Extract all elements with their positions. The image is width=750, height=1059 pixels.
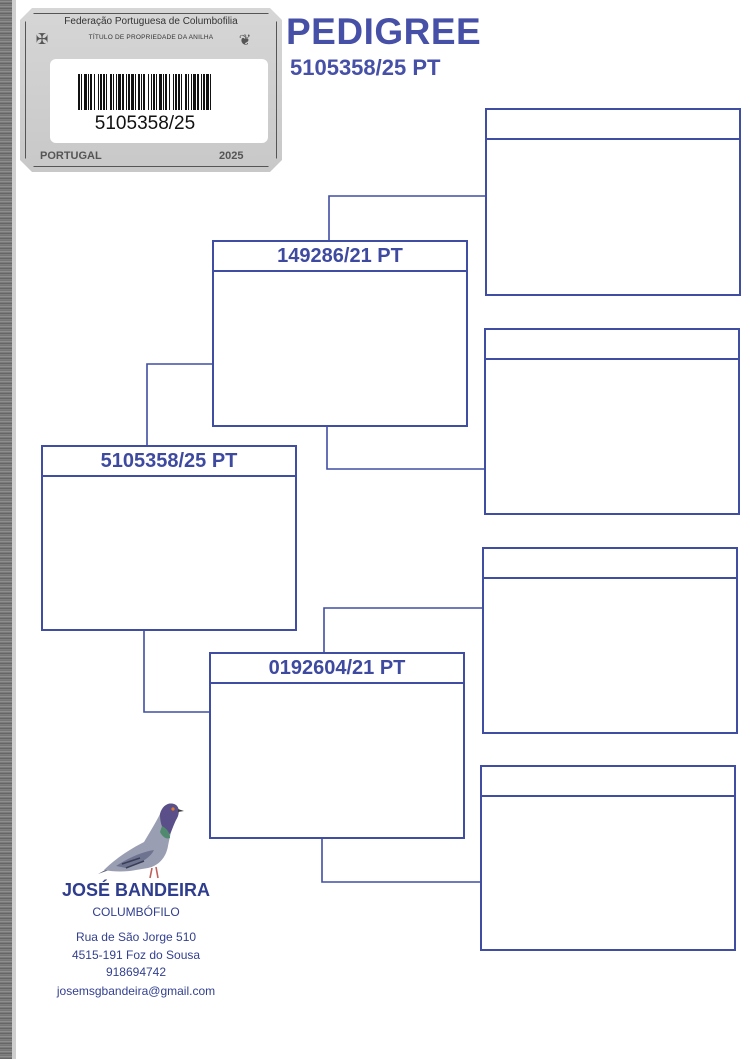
- pedigree-box-grandsire-paternal: [485, 108, 741, 296]
- pedigree-box-dam: 0192604/21 PT: [209, 652, 465, 839]
- dam-details: [211, 684, 463, 837]
- gp3-ring-number: [484, 549, 736, 579]
- connector-dam-gp4: [321, 838, 482, 883]
- federation-name: Federação Portuguesa de Columbofilia: [64, 16, 238, 27]
- connector-subject-dam: [143, 631, 210, 713]
- certificate-year: 2025: [219, 150, 244, 162]
- federation-logo-icon: ✠: [35, 31, 49, 48]
- pedigree-box-subject: 5105358/25 PT: [41, 445, 297, 631]
- breeder-name: JOSÉ BANDEIRA: [61, 880, 211, 900]
- pigeon-logo-icon: [98, 803, 184, 879]
- pedigree-box-sire: 149286/21 PT: [212, 240, 468, 427]
- dam-ring-number: 0192604/21 PT: [211, 654, 463, 684]
- ring-certificate-border: [25, 13, 277, 167]
- breeder-email[interactable]: josemsgbandeira@gmail.com: [56, 984, 216, 998]
- subject-details: [43, 477, 295, 629]
- certificate-country: PORTUGAL: [40, 150, 102, 162]
- pedigree-box-grandsire-maternal: [482, 547, 738, 734]
- subject-ring-number: 5105358/25 PT: [43, 447, 295, 477]
- gp2-ring-number: [486, 330, 738, 360]
- breeder-phone: 918694742: [105, 965, 167, 979]
- barcode: [78, 74, 211, 110]
- connector-sire-gp2: [326, 427, 486, 470]
- gp3-details: [484, 579, 736, 732]
- sire-details: [214, 272, 466, 425]
- scan-edge: [0, 0, 12, 1059]
- pigeon-emblem-icon: ❦: [238, 32, 252, 49]
- header-ring-number: 5105358/25 PT: [290, 55, 441, 80]
- scan-edge-shadow: [12, 0, 16, 1059]
- gp4-ring-number: [482, 767, 734, 797]
- connector-subject-sire: [146, 363, 214, 447]
- gp1-details: [487, 140, 739, 294]
- gp4-details: [482, 797, 734, 949]
- breeder-address-line2: 4515-191 Foz do Sousa: [71, 948, 201, 962]
- connector-sire-gp1: [328, 195, 487, 242]
- gp1-ring-number: [487, 110, 739, 140]
- pedigree-box-granddam-maternal: [480, 765, 736, 951]
- certificate-subtitle: TÍTULO DE PROPRIEDADE DA ANILHA: [88, 34, 214, 41]
- breeder-address-line1: Rua de São Jorge 510: [75, 930, 197, 944]
- pedigree-box-granddam-paternal: [484, 328, 740, 515]
- certificate-ring-number: 5105358/25: [94, 113, 196, 134]
- gp2-details: [486, 360, 738, 513]
- page-title: PEDIGREE: [286, 11, 482, 52]
- breeder-role: COLUMBÓFILO: [92, 905, 180, 919]
- connector-dam-gp3: [323, 607, 485, 653]
- sire-ring-number: 149286/21 PT: [214, 242, 466, 272]
